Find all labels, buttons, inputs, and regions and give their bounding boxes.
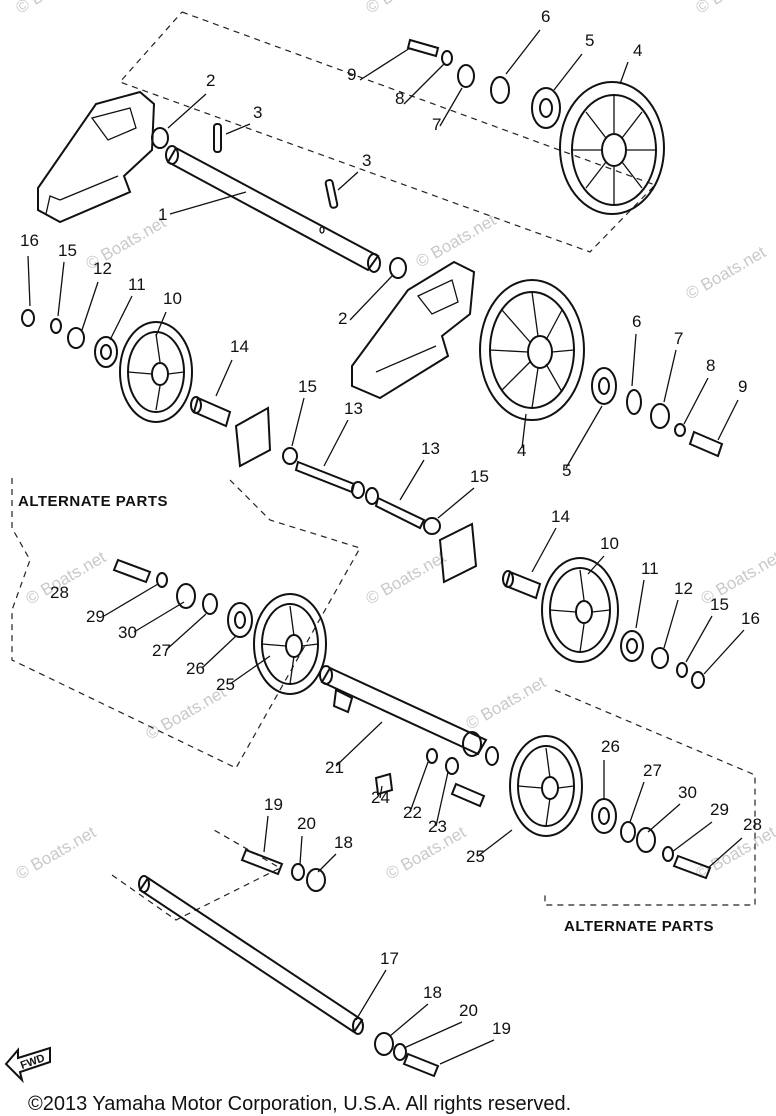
watermark: © Boats.net <box>363 547 450 608</box>
middle-axle-bolts <box>282 447 478 584</box>
alternate-parts-left-outline <box>11 478 361 769</box>
callout-12: 12 <box>93 259 112 278</box>
callout-6: 6 <box>541 7 550 26</box>
callout-4: 4 <box>517 441 526 460</box>
fwd-arrow: FWD <box>4 1046 51 1084</box>
callout-19: 19 <box>492 1019 511 1038</box>
callout-18: 18 <box>334 833 353 852</box>
callout-16: 16 <box>741 609 760 628</box>
callout-7: 7 <box>674 329 683 348</box>
callout-11: 11 <box>128 275 146 294</box>
callout-30: 30 <box>118 623 137 642</box>
callout-28: 28 <box>743 815 762 834</box>
callout-25: 25 <box>466 847 485 866</box>
lower-shaft <box>138 875 440 1078</box>
callout-23: 23 <box>428 817 447 836</box>
watermark: © Boats.net <box>683 242 770 303</box>
callout-18: 18 <box>423 983 442 1002</box>
callout-20: 20 <box>297 814 316 833</box>
watermark: © Boats.net <box>693 0 776 17</box>
callout-28: 28 <box>50 583 69 602</box>
watermark: © Boats.net <box>13 0 100 17</box>
alternate-parts-label-right: ALTERNATE PARTS <box>564 918 714 935</box>
callout-26: 26 <box>186 659 205 678</box>
callout-8: 8 <box>706 356 715 375</box>
leader-lines <box>27 29 745 1065</box>
callout-15: 15 <box>710 595 729 614</box>
upper-shaft <box>165 145 381 273</box>
left-alternate-parts <box>112 558 327 695</box>
right-alternate-parts <box>509 735 712 880</box>
callout-9: 9 <box>738 377 747 396</box>
callout-3: 3 <box>253 103 262 122</box>
alternate-parts-right-outline <box>544 689 756 906</box>
callout-11: 11 <box>641 559 659 578</box>
callout-13: 13 <box>421 439 440 458</box>
callout-2: 2 <box>206 71 215 90</box>
callout-2: 2 <box>338 309 347 328</box>
lower-shaft-outline <box>111 829 282 921</box>
left-idler-wheel-group <box>21 309 272 468</box>
callout-8: 8 <box>395 89 404 108</box>
callout-26: 26 <box>601 737 620 756</box>
callout-5: 5 <box>585 31 594 50</box>
middle-right-wheel-group <box>479 279 724 458</box>
right-idler-wheel-group <box>502 557 705 689</box>
assembly-outlines <box>11 11 756 921</box>
callout-10: 10 <box>163 289 182 308</box>
callout-29: 29 <box>86 607 105 626</box>
callout-19: 19 <box>264 795 283 814</box>
callout-30: 30 <box>678 783 697 802</box>
callout-14: 14 <box>551 507 570 526</box>
callout-13: 13 <box>344 399 363 418</box>
alternate-parts-label-left: ALTERNATE PARTS <box>18 493 168 510</box>
callout-22: 22 <box>403 803 422 822</box>
watermark: © Boats.net <box>383 822 470 883</box>
callout-17: 17 <box>380 949 399 968</box>
callout-12: 12 <box>674 579 693 598</box>
callout-4: 4 <box>633 41 642 60</box>
callout-1: 1 <box>158 205 167 224</box>
callout-15: 15 <box>470 467 489 486</box>
callout-3: 3 <box>362 151 371 170</box>
callout-27: 27 <box>152 641 171 660</box>
collars-and-pins <box>151 123 407 279</box>
callout-20: 20 <box>459 1001 478 1020</box>
callout-7: 7 <box>432 115 441 134</box>
callout-21: 21 <box>325 758 344 777</box>
callout-27: 27 <box>643 761 662 780</box>
callout-10: 10 <box>600 534 619 553</box>
callout-16: 16 <box>20 231 39 250</box>
copyright-notice: ©2013 Yamaha Motor Corporation, U.S.A. A… <box>28 1093 571 1115</box>
lower-axle <box>319 665 499 808</box>
callout-24: 24 <box>371 788 390 807</box>
callout-6: 6 <box>632 312 641 331</box>
watermark: © Boats.net <box>13 822 100 883</box>
callout-15: 15 <box>298 377 317 396</box>
watermark: © Boats.net <box>363 0 450 17</box>
left-bracket <box>37 90 156 224</box>
callout-29: 29 <box>710 800 729 819</box>
lower-bolt-set-upper <box>240 848 326 892</box>
callout-25: 25 <box>216 675 235 694</box>
callout-15: 15 <box>58 241 77 260</box>
callout-9: 9 <box>347 65 356 84</box>
callout-14: 14 <box>230 337 249 356</box>
upper-right-wheel-group <box>406 38 665 215</box>
watermark: © Boats.net <box>693 822 776 883</box>
watermark: © Boats.net <box>463 672 550 733</box>
callout-5: 5 <box>562 461 571 480</box>
upper-assembly-outline <box>118 11 657 253</box>
fwd-label: FWD <box>19 1052 47 1072</box>
right-bracket <box>351 260 476 400</box>
